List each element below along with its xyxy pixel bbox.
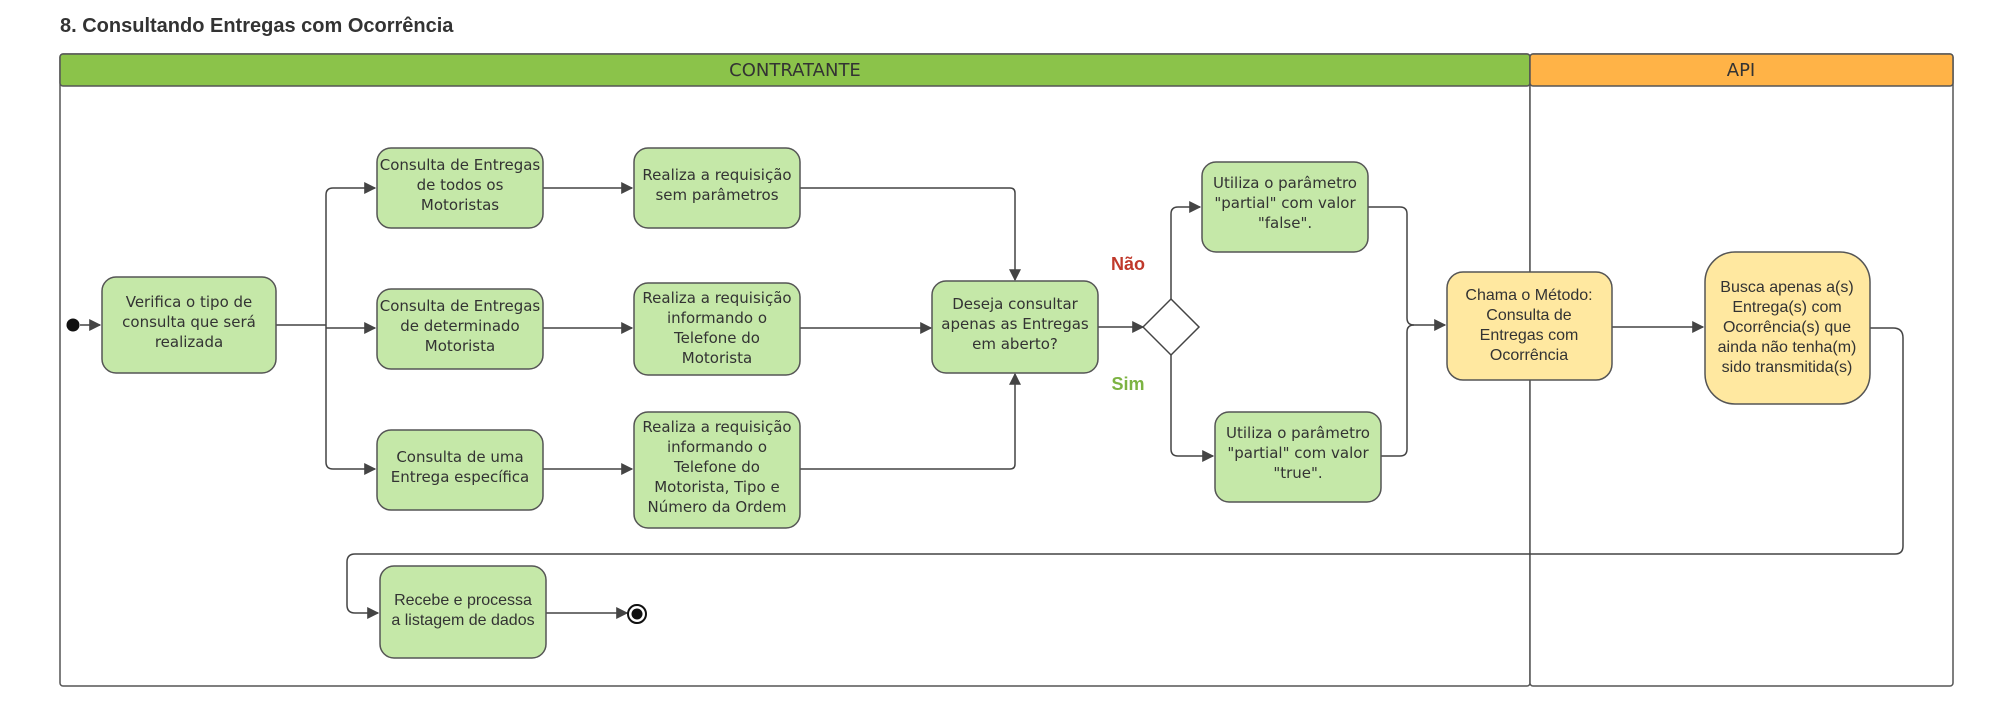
text-line: a listagem de dados (391, 612, 534, 629)
decision-label-no: Não (1111, 254, 1145, 274)
text-line: de todos os (417, 176, 504, 194)
lane-api-header (1529, 53, 1954, 87)
text-line: Verifica o tipo de (126, 293, 253, 311)
text-line: Realiza a requisição (642, 418, 791, 436)
edge-reqsem-deseja (800, 187, 1021, 282)
text-line: Ocorrência (1490, 347, 1568, 364)
edge-busca-recebe (346, 327, 1904, 619)
node-recebe: Recebe e processa a listagem de dados (379, 565, 547, 659)
edge-branch-todos (325, 182, 377, 325)
node-false-label: Utiliza o parâmetro "partial" com valor "f… (1213, 174, 1357, 232)
decision-diamond (1141, 297, 1201, 357)
text-line: Utiliza o parâmetro (1226, 424, 1370, 442)
text-line: Recebe e processa (394, 592, 532, 609)
text-line: Consulta de Entregas (380, 297, 541, 315)
text-line: Entregas com (1480, 327, 1579, 344)
node-deseja: Deseja consultar apenas as Entregas em abe… (931, 280, 1099, 374)
text-line: informando o (667, 309, 767, 327)
node-verifica-label: Verifica o tipo de consulta que será reali… (122, 293, 256, 351)
start-node (66, 318, 80, 332)
node-recebe-label: Recebe e processa a listagem de dados (391, 592, 534, 629)
decision-label-yes: Sim (1111, 374, 1144, 394)
text-line: Realiza a requisição (642, 166, 791, 184)
text-line: Deseja consultar (952, 295, 1078, 313)
text-line: Chama o Método: (1465, 287, 1592, 304)
node-true: Utiliza o parâmetro "partial" com valor "t… (1214, 411, 1382, 503)
node-req-sem-label: Realiza a requisição sem parâmetros (642, 166, 791, 204)
node-true-label: Utiliza o parâmetro "partial" com valor "t… (1226, 424, 1370, 482)
text-line: "partial" com valor (1227, 444, 1369, 462)
text-line: Número da Ordem (648, 498, 787, 516)
text-line: "true". (1273, 464, 1322, 482)
edge-reqordem-deseja (800, 372, 1021, 470)
text-line: Busca apenas a(s) (1720, 279, 1853, 296)
edge-decision-true (1170, 355, 1215, 462)
text-line: de determinado (400, 317, 519, 335)
text-line: "false". (1258, 214, 1312, 232)
node-req-tel: Realiza a requisição informando o Telefone… (633, 282, 801, 376)
text-line: Consulta de Entregas (380, 156, 541, 174)
edges (80, 182, 1904, 619)
node-todos-label: Consulta de Entregas de todos os Motorista… (380, 156, 541, 214)
edge-branch-especifica (325, 325, 377, 475)
node-req-tel-label: Realiza a requisição informando o Telefone… (642, 289, 791, 367)
text-line: informando o (667, 438, 767, 456)
node-req-sem: Realiza a requisição sem parâmetros (633, 147, 801, 229)
text-line: Ocorrência(s) que (1723, 319, 1851, 336)
text-line: realizada (155, 333, 223, 351)
node-false: Utiliza o parâmetro "partial" com valor "f… (1201, 161, 1369, 253)
page-title: 8. Consultando Entregas com Ocorrência (60, 15, 454, 37)
text-line: Telefone do (673, 458, 760, 476)
text-line: sem parâmetros (655, 186, 778, 204)
text-line: sido transmitida(s) (1722, 359, 1853, 376)
lane-contratante-title: CONTRATANTE (729, 60, 861, 81)
text-line: ainda não tenha(m) (1718, 339, 1857, 356)
text-line: Motorista, Tipo e (654, 478, 780, 496)
text-line: consulta que será (122, 313, 256, 331)
end-node (627, 604, 647, 624)
edge-decision-false (1170, 201, 1202, 299)
edge-true-chama (1381, 324, 1415, 457)
text-line: Telefone do (673, 329, 760, 347)
text-line: Motorista (425, 337, 495, 355)
text-line: Entrega(s) com (1732, 299, 1841, 316)
text-line: Utiliza o parâmetro (1213, 174, 1357, 192)
text-line: apenas as Entregas (941, 315, 1089, 333)
text-line: "partial" com valor (1214, 194, 1356, 212)
text-line: Motoristas (421, 196, 499, 214)
node-verifica: Verifica o tipo de consulta que será reali… (101, 276, 277, 374)
text-line: Consulta de uma (396, 448, 523, 466)
lane-api-title: API (1727, 60, 1755, 81)
node-todos: Consulta de Entregas de todos os Motorista… (376, 147, 544, 229)
text-line: Motorista (682, 349, 752, 367)
text-line: Consulta de (1486, 307, 1571, 324)
node-deseja-label: Deseja consultar apenas as Entregas em abe… (941, 295, 1089, 353)
text-line: Entrega específica (391, 468, 530, 486)
text-line: em aberto? (972, 335, 1058, 353)
text-line: Realiza a requisição (642, 289, 791, 307)
node-req-ordem: Realiza a requisição informando o Telefone… (633, 411, 801, 529)
node-req-ordem-label: Realiza a requisição informando o Telefone… (642, 418, 791, 516)
